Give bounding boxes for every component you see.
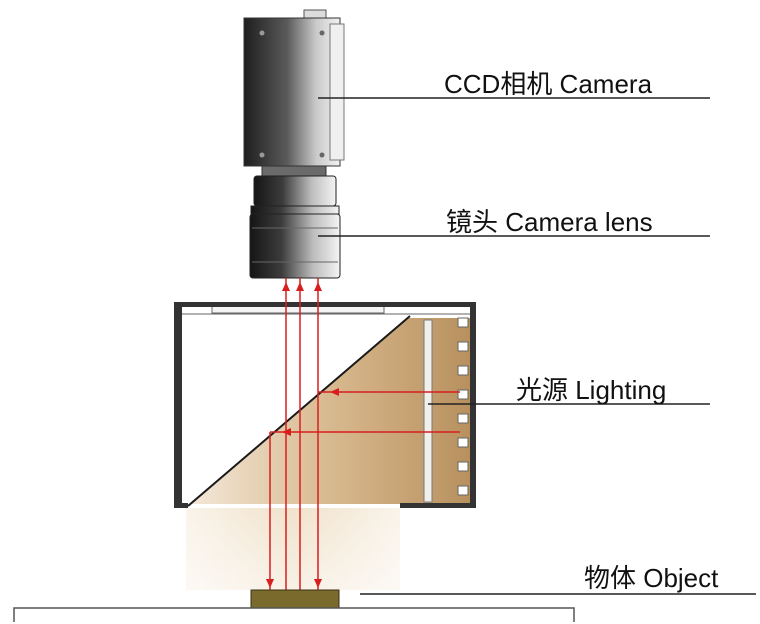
led-panel <box>423 319 433 503</box>
camera-side-plate <box>329 23 345 161</box>
ray-arrow <box>314 579 322 588</box>
leader-lines <box>318 97 756 595</box>
led <box>457 437 469 448</box>
led <box>457 485 469 496</box>
camera-body <box>243 17 341 167</box>
lens-barrel <box>249 213 341 279</box>
led <box>457 317 469 328</box>
lighting-housing <box>174 302 476 508</box>
led <box>457 341 469 352</box>
light-region <box>190 318 470 504</box>
camera-screw <box>259 30 265 36</box>
camera-screw <box>319 30 325 36</box>
ray-arrow <box>314 282 322 291</box>
camera-screw <box>319 152 325 158</box>
ray-arrow <box>296 282 304 291</box>
housing-bottom-right <box>400 503 476 508</box>
housing-left-wall <box>174 302 182 508</box>
ray-arrow <box>282 428 291 436</box>
object-stage <box>13 589 575 622</box>
glow-edge-fade <box>186 508 400 590</box>
led <box>457 461 469 472</box>
ccd-camera <box>243 9 345 177</box>
ray-arrow <box>266 579 274 588</box>
camera-label: CCD相机 Camera <box>444 69 653 99</box>
object-label: 物体 Object <box>584 563 719 593</box>
camera-screw <box>259 152 265 158</box>
lens-ring-top <box>253 175 337 207</box>
camera-lens <box>249 175 341 279</box>
led-array <box>457 317 469 496</box>
inspected-object <box>250 589 340 609</box>
housing-right-wall <box>470 302 476 508</box>
beam-splitter <box>187 315 411 507</box>
led <box>457 413 469 424</box>
ray-arrow <box>282 282 290 291</box>
camera-mount <box>261 165 327 177</box>
lens-label: 镜头 Camera lens <box>446 207 653 237</box>
housing-top-wall <box>174 302 476 307</box>
lighting-label: 光源 Lighting <box>516 375 667 405</box>
led <box>457 365 469 376</box>
optical-rays <box>266 278 460 590</box>
lens-ring-groove <box>250 205 340 215</box>
illumination-glow <box>186 508 400 590</box>
housing-bottom-left <box>174 503 188 508</box>
led <box>457 389 469 400</box>
stage-table <box>13 607 575 622</box>
ray-arrow <box>330 388 339 396</box>
